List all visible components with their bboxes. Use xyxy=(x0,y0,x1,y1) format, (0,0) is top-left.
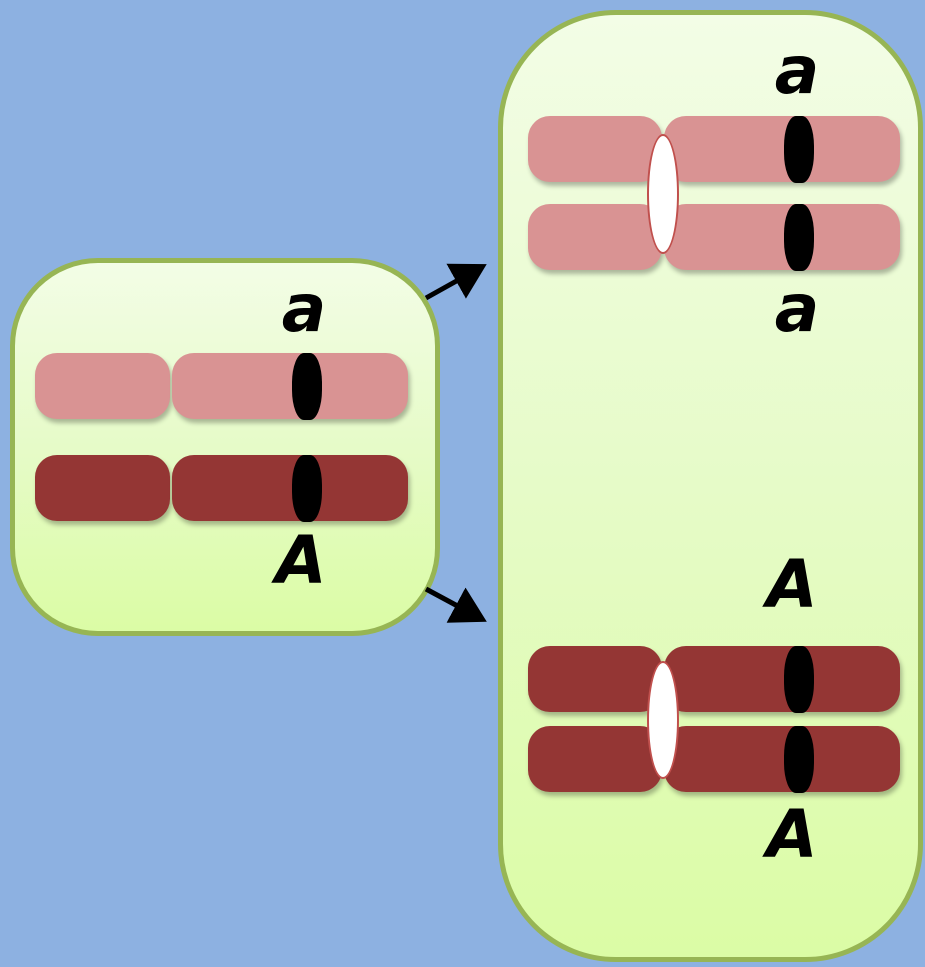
arrow-to-bottom-pair xyxy=(424,586,487,623)
top-chromatid-2-gene-band xyxy=(784,204,814,271)
top-chromatid-2-right-arm xyxy=(664,204,900,270)
bottom-chromatid-1-left-arm xyxy=(528,646,662,712)
parent-dark-gene-band xyxy=(292,455,322,522)
arrow-to-top-pair xyxy=(424,263,487,301)
top-chromatid-1-gene-band xyxy=(784,116,814,183)
bottom-chromatid-1-gene-band xyxy=(784,646,814,713)
parent-light-chromosome-right-arm xyxy=(172,353,408,419)
bottom-chromatid-2-right-arm xyxy=(664,726,900,792)
top-allele-upper-label: a xyxy=(774,32,820,109)
top-centromere xyxy=(647,134,679,254)
top-chromatid-1-left-arm xyxy=(528,116,662,182)
bottom-chromatid-2-left-arm xyxy=(528,726,662,792)
parent-dark-chromosome-right-arm xyxy=(172,455,408,521)
parent-light-gene-band xyxy=(292,353,322,420)
bottom-chromatid-1-right-arm xyxy=(664,646,900,712)
bottom-allele-upper-label: A xyxy=(766,546,818,623)
top-chromatid-1-right-arm xyxy=(664,116,900,182)
bottom-centromere xyxy=(647,661,679,779)
top-allele-lower-label: a xyxy=(774,270,820,347)
bottom-allele-lower-label: A xyxy=(766,796,818,873)
parent-allele-recessive-label: a xyxy=(281,270,327,347)
parent-cell xyxy=(10,258,440,636)
bottom-chromatid-2-gene-band xyxy=(784,726,814,793)
parent-allele-dominant-label: A xyxy=(275,522,327,599)
parent-light-chromosome-left-arm xyxy=(35,353,170,419)
parent-dark-chromosome-left-arm xyxy=(35,455,170,521)
top-chromatid-2-left-arm xyxy=(528,204,662,270)
